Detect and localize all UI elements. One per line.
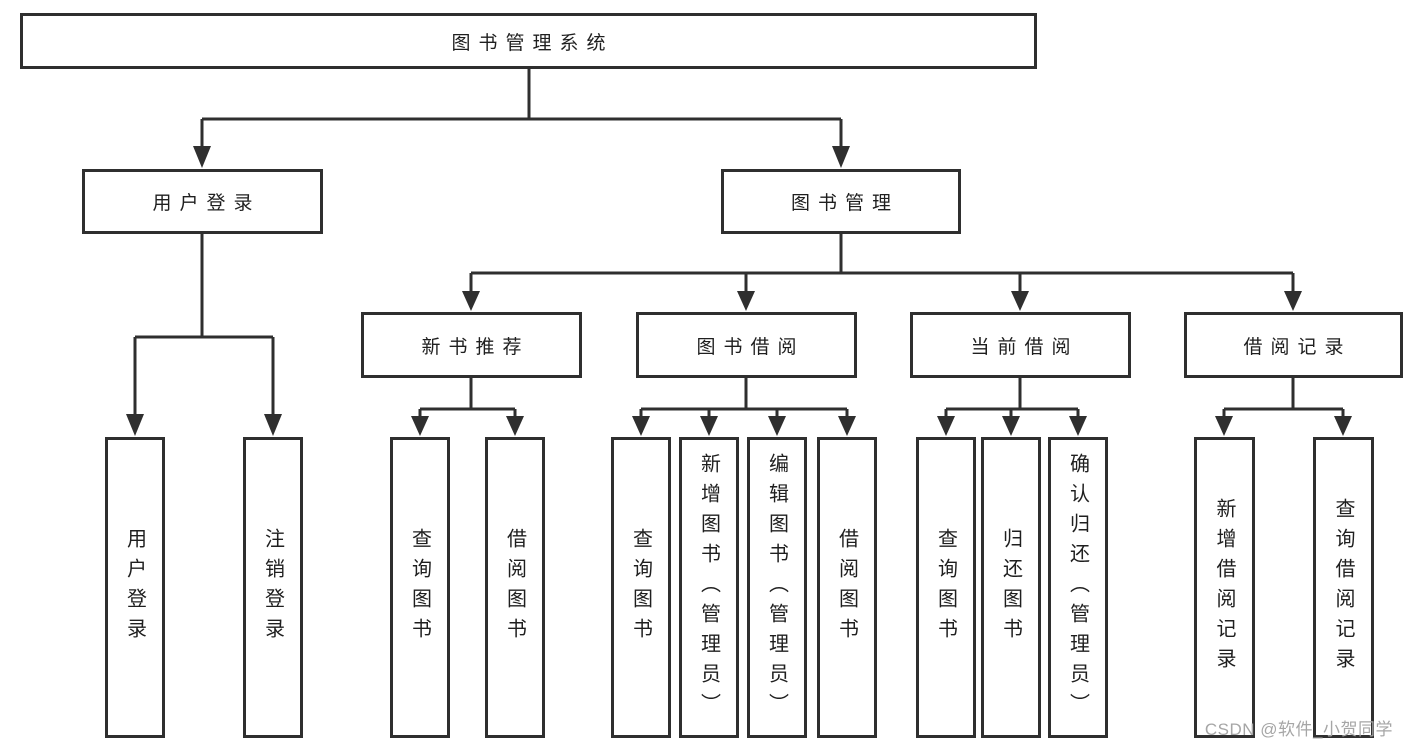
leaf-borrow-add: 新增图书（管理员）	[679, 437, 739, 738]
leaf-borrow-add-label: 新增图书（管理员）	[697, 452, 720, 723]
node-book-borrow-label: 图书借阅	[696, 336, 805, 358]
leaf-newbook-query: 查询图书	[390, 437, 450, 738]
node-user-login-label: 用户登录	[152, 193, 261, 214]
node-root-label: 图书管理系统	[451, 32, 614, 54]
leaf-borrow-borrow: 借阅图书	[817, 437, 877, 738]
leaf-logout-label: 注销登录	[261, 527, 284, 648]
leaf-borrow-query-label: 查询图书	[629, 527, 652, 648]
connector-user-login-branch	[126, 234, 282, 436]
leaf-current-confirm-label: 确认归还（管理员）	[1066, 452, 1089, 723]
leaf-borrow-edit: 编辑图书（管理员）	[747, 437, 807, 738]
connector-borrow-records-branch	[1215, 378, 1352, 436]
connector-current-borrow-branch	[937, 378, 1087, 436]
leaf-records-add: 新增借阅记录	[1194, 437, 1255, 738]
leaf-user-login-label: 用户登录	[123, 527, 146, 648]
node-user-login: 用户登录	[82, 169, 323, 234]
leaf-records-add-label: 新增借阅记录	[1213, 497, 1235, 678]
leaf-newbook-borrow: 借阅图书	[485, 437, 545, 738]
node-borrow-records-label: 借阅记录	[1243, 336, 1352, 358]
connector-book-borrow-branch	[632, 378, 856, 436]
leaf-logout: 注销登录	[243, 437, 303, 738]
connector-book-mgmt-branch	[462, 234, 1302, 311]
leaf-current-confirm: 确认归还（管理员）	[1048, 437, 1108, 738]
leaf-newbook-query-label: 查询图书	[408, 527, 431, 648]
csdn-watermark: CSDN @软件_小贺同学	[1204, 720, 1393, 739]
leaf-records-query-label: 查询借阅记录	[1332, 497, 1354, 678]
leaf-records-query: 查询借阅记录	[1313, 437, 1374, 738]
node-root: 图书管理系统	[20, 13, 1037, 69]
leaf-user-login: 用户登录	[105, 437, 165, 738]
leaf-newbook-borrow-label: 借阅图书	[503, 527, 526, 648]
leaf-current-return: 归还图书	[981, 437, 1041, 738]
node-borrow-records: 借阅记录	[1184, 312, 1403, 378]
leaf-borrow-query: 查询图书	[611, 437, 671, 738]
connector-new-books-branch	[411, 378, 524, 436]
node-new-books: 新书推荐	[361, 312, 582, 378]
node-book-mgmt: 图书管理	[721, 169, 961, 234]
node-current-borrow: 当前借阅	[910, 312, 1131, 378]
node-book-borrow: 图书借阅	[636, 312, 857, 378]
node-new-books-label: 新书推荐	[421, 336, 530, 358]
leaf-current-return-label: 归还图书	[999, 527, 1022, 648]
leaf-borrow-edit-label: 编辑图书（管理员）	[765, 452, 788, 723]
node-current-borrow-label: 当前借阅	[970, 336, 1079, 358]
leaf-current-query-label: 查询图书	[934, 527, 957, 648]
node-book-mgmt-label: 图书管理	[790, 193, 899, 214]
leaf-current-query: 查询图书	[916, 437, 976, 738]
connector-root-to-level2	[193, 69, 850, 168]
leaf-borrow-borrow-label: 借阅图书	[835, 527, 858, 648]
